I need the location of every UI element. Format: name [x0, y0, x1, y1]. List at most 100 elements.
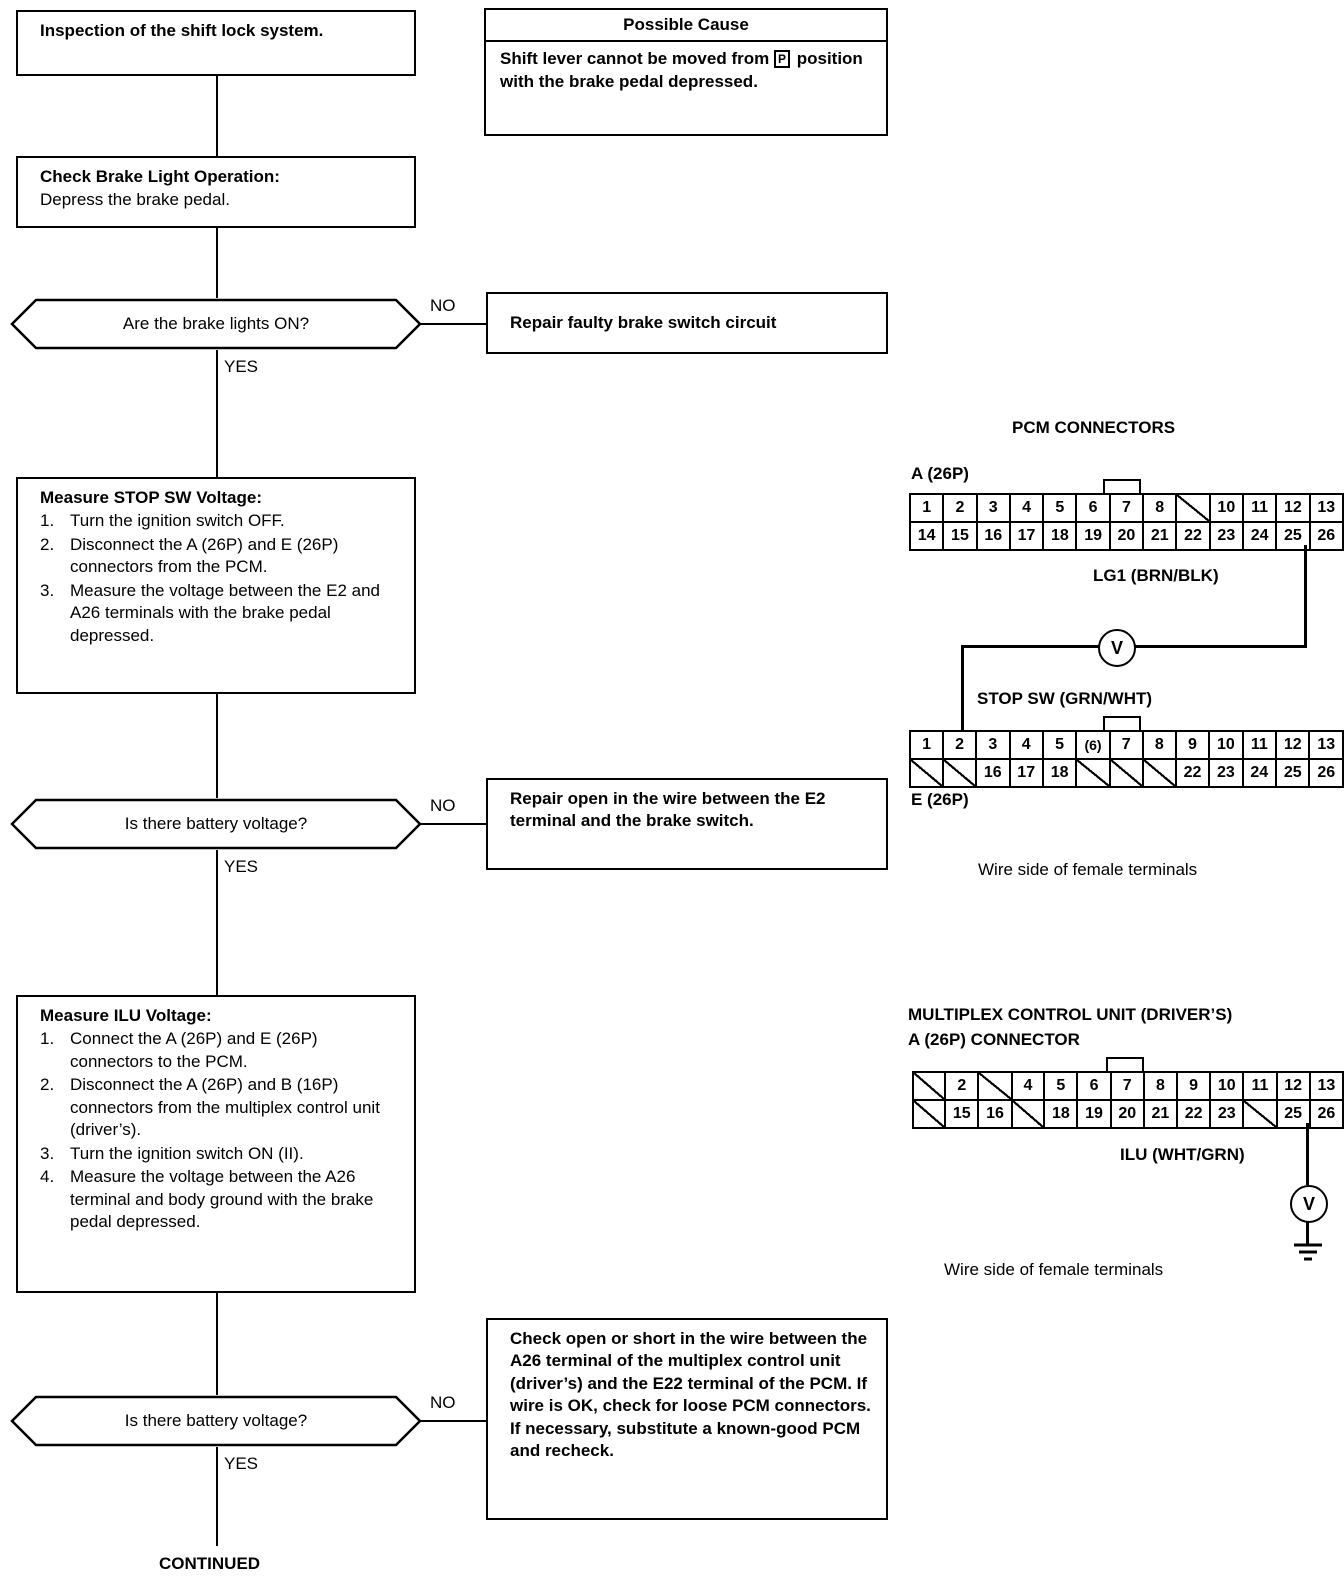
connector-decision3-no	[420, 1420, 486, 1422]
pin-cell: 17	[1008, 521, 1045, 551]
possible-cause-text-after: position with the brake pedal depressed.	[500, 49, 863, 91]
pin-cell: 5	[1042, 493, 1078, 523]
step-number: 4.	[40, 1167, 55, 1187]
connector-a-bottom-row: 14 15 16 17 18 19 20 21 22 23 24 25 26	[908, 521, 1344, 551]
measure-ilu-header: Measure ILU Voltage:	[40, 1006, 212, 1025]
repair-brake-switch-circuit-box: Repair faulty brake switch circuit	[486, 292, 888, 354]
pin-cell: 4	[1008, 493, 1045, 523]
pin-cell: 12	[1275, 493, 1311, 523]
step-number: 1.	[40, 1029, 55, 1049]
lg1-wire-label: LG1 (BRN/BLK)	[1093, 566, 1219, 585]
step-text: Turn the ignition switch ON (II).	[70, 1143, 304, 1163]
pin-cell: 10	[1208, 730, 1244, 760]
pin-cell: 4	[1008, 730, 1044, 760]
pin-cell: 2	[944, 1071, 980, 1101]
step-text: Disconnect the A (26P) and B (16P) conne…	[70, 1075, 380, 1140]
connector-decision1-no	[420, 323, 486, 325]
multiplex-connector-table: 2 4 5 6 7 8 9 10 11 12 13 15 16 18 19 2	[911, 1071, 1344, 1129]
step-number: 3.	[40, 580, 55, 600]
pin-cell: 18	[1043, 1099, 1079, 1129]
connector-a-top-row: 1 2 3 4 5 6 7 8 10 11 12 13	[908, 493, 1344, 523]
pin-cell: 26	[1308, 758, 1344, 788]
wire-a26-vertical	[1304, 545, 1307, 645]
pin-cell: 22	[1174, 758, 1211, 788]
check-brake-light-body: Depress the brake pedal.	[40, 190, 230, 210]
pin-cell-unused	[911, 1071, 947, 1101]
pin-cell: 10	[1209, 1071, 1245, 1101]
pin-cell: 16	[975, 758, 1011, 788]
repair-open-wire-box: Repair open in the wire between the E2 t…	[486, 778, 888, 870]
pin-cell: 15	[942, 521, 978, 551]
pin-cell-unused	[942, 758, 978, 788]
check-brake-light-box: Check Brake Light Operation: Depress the…	[16, 156, 416, 228]
decision-1-no-label: NO	[430, 296, 456, 315]
step-item: 1. Connect the A (26P) and E (26P) conne…	[40, 1028, 404, 1073]
connector-a-tab-icon	[1103, 479, 1141, 495]
pin-cell: 24	[1241, 758, 1278, 788]
voltmeter-ilu-icon: V	[1290, 1185, 1328, 1223]
step-item: 2. Disconnect the A (26P) and B (16P) co…	[40, 1074, 404, 1141]
decision-brake-lights-on: Are the brake lights ON?	[10, 298, 422, 350]
connector-ilu-to-decision3	[216, 1293, 218, 1395]
pin-cell: 23	[1209, 1099, 1245, 1129]
pin-cell: 21	[1142, 521, 1178, 551]
pin-cell-unused	[1175, 493, 1211, 523]
pin-cell: 2	[942, 493, 978, 523]
pin-cell: 1	[908, 730, 945, 760]
multiplex-title-line1: MULTIPLEX CONTROL UNIT (DRIVER’S)	[908, 1005, 1233, 1024]
multiplex-wire-side-note: Wire side of female terminals	[944, 1260, 1164, 1279]
decision-2-yes-label: YES	[224, 857, 259, 876]
possible-cause-box: Possible Cause Shift lever cannot be mov…	[484, 8, 888, 136]
step-text: Disconnect the A (26P) and E (26P) conne…	[70, 534, 339, 577]
measure-stop-sw-steps: 1. Turn the ignition switch OFF. 2. Disc…	[40, 510, 404, 647]
measure-ilu-box: Measure ILU Voltage: 1. Connect the A (2…	[16, 995, 416, 1293]
pin-cell: 25	[1275, 758, 1311, 788]
step-item: 1. Turn the ignition switch OFF.	[40, 510, 404, 532]
pin-cell-unused	[1242, 1099, 1278, 1129]
pin-cell: 26	[1308, 1099, 1344, 1129]
decision-battery-voltage-2: Is there battery voltage?	[10, 1395, 422, 1447]
pin-cell: 19	[1076, 1099, 1112, 1129]
connector-a-table: 1 2 3 4 5 6 7 8 10 11 12 13 14 15 16 17 …	[908, 493, 1344, 551]
connector-e-bottom-row: 16 17 18 22 23 24 25 26	[908, 758, 1344, 788]
pin-cell: 3	[975, 493, 1011, 523]
connector-decision2-yes	[216, 850, 218, 995]
measure-stop-sw-box: Measure STOP SW Voltage: 1. Turn the ign…	[16, 477, 416, 694]
pin-cell: 23	[1208, 521, 1244, 551]
step-text: Connect the A (26P) and E (26P) connecto…	[70, 1029, 318, 1071]
step-item: 3. Turn the ignition switch ON (II).	[40, 1143, 404, 1165]
pin-cell: 24	[1241, 521, 1278, 551]
decision-3-yes-label: YES	[224, 1454, 259, 1473]
pin-cell: 7	[1108, 493, 1145, 523]
pcm-connectors-title: PCM CONNECTORS	[1012, 418, 1176, 437]
possible-cause-text: Shift lever cannot be moved from P posit…	[486, 42, 886, 101]
multiplex-title-line2: A (26P) CONNECTOR	[908, 1030, 1080, 1049]
start-box: Inspection of the shift lock system.	[16, 10, 416, 76]
ilu-wire-label: ILU (WHT/GRN)	[1120, 1145, 1245, 1164]
pin-cell: 13	[1308, 730, 1344, 760]
pcm-connector-e-grid: 1 2 3 4 5 (6) 7 8 9 10 11 12 13 16 17 18	[908, 730, 1344, 788]
pcm-connector-e-label: E (26P)	[911, 790, 969, 809]
step-item: 2. Disconnect the A (26P) and E (26P) co…	[40, 534, 404, 579]
decision-3-label: Is there battery voltage?	[124, 1411, 308, 1430]
pin-cell: 8	[1142, 1071, 1179, 1101]
multiplex-connector-tab-icon	[1106, 1057, 1144, 1073]
step-item: 4. Measure the voltage between the A26 t…	[40, 1166, 404, 1233]
pin-cell: 10	[1208, 493, 1244, 523]
decision-1-label: Are the brake lights ON?	[122, 314, 310, 333]
continued-label: CONTINUED	[159, 1554, 261, 1573]
pin-cell: 11	[1241, 493, 1278, 523]
wire-e2-horizontal	[961, 645, 1101, 648]
decision-3-no-label: NO	[430, 1393, 456, 1412]
pcm-wire-side-note: Wire side of female terminals	[978, 860, 1198, 879]
pin-cell: 9	[1175, 1071, 1212, 1101]
check-open-short-wire-text: Check open or short in the wire between …	[510, 1329, 871, 1461]
pin-cell: 12	[1275, 1071, 1311, 1101]
wire-ilu-vertical-top	[1306, 1123, 1309, 1185]
decision-2-label: Is there battery voltage?	[124, 814, 308, 833]
pin-cell-unused	[1108, 758, 1144, 788]
step-text: Measure the voltage between the A26 term…	[70, 1167, 374, 1231]
wire-ilu-vertical-bottom	[1306, 1219, 1309, 1245]
connector-check-to-decision1	[216, 228, 218, 298]
decision-hexagon-1	[10, 298, 422, 350]
